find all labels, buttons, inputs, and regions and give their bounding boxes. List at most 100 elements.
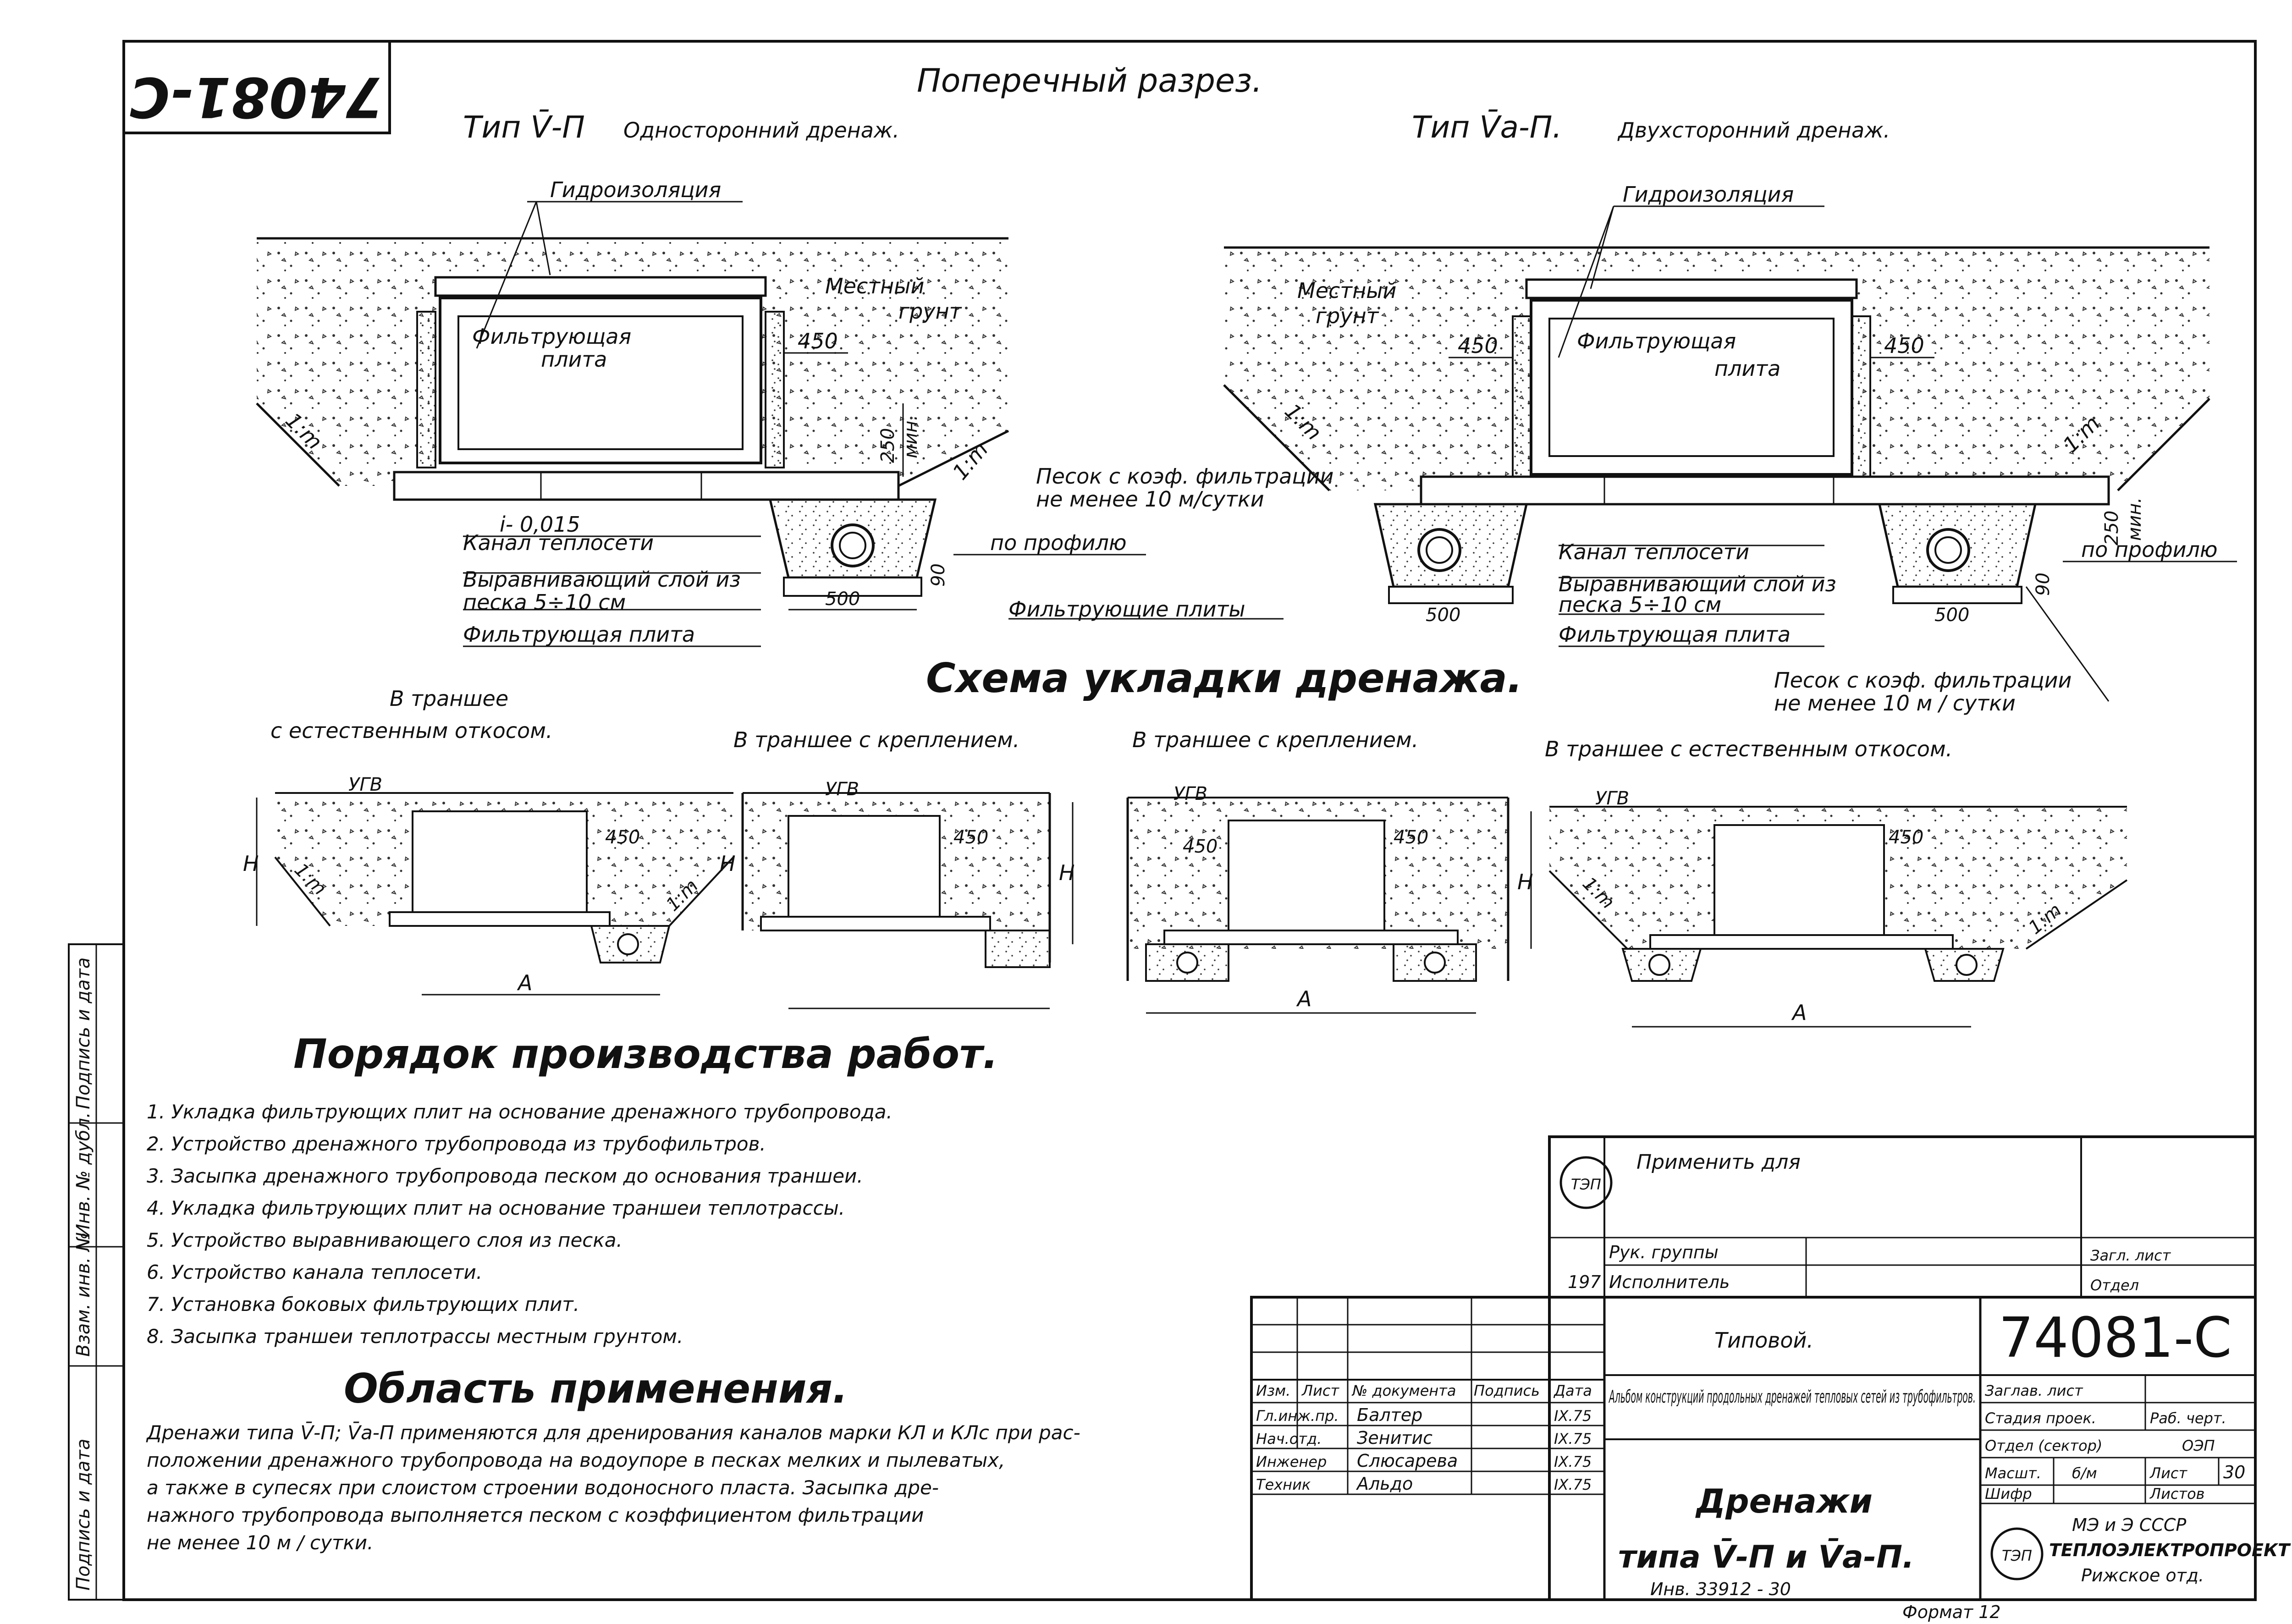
left-filter-bottom: Фильтрующая плита xyxy=(463,622,695,647)
scheme-cap2: В траншее с креплением. xyxy=(733,727,1019,752)
person-role-1: Гл.инж.пр. xyxy=(1256,1407,1339,1425)
otdel: Отдел xyxy=(2090,1277,2139,1294)
sand-note-right-2: не менее 10 м / сутки xyxy=(1774,691,2016,716)
procedure-item-1: 1. Укладка фильтрующих плит на основание… xyxy=(147,1101,893,1123)
filter-plates-label: Фильтрующие плиты xyxy=(1008,597,1245,622)
procedure-item-8: 8. Засыпка траншеи теплотрассы местным г… xyxy=(147,1325,683,1348)
stamp-code: 74081-С xyxy=(129,65,384,128)
r-stage: Стадия проек. xyxy=(1985,1409,2096,1427)
left-dim-500: 500 xyxy=(825,589,860,610)
scheme-cap3: В траншее с креплением. xyxy=(1132,727,1418,752)
right-leveling-label-2: песка 5÷10 см xyxy=(1559,592,1721,617)
scheme-1 xyxy=(256,792,734,996)
scheme-cap1b: с естественным откосом. xyxy=(270,718,553,743)
right-dim-500-r: 500 xyxy=(1934,605,1969,626)
right-filter-label: Фильтрующая xyxy=(1577,329,1736,353)
scheme-3-450-r: 450 xyxy=(1394,827,1428,848)
scheme-4-450: 450 xyxy=(1889,827,1923,848)
title-code: 74081-С xyxy=(1999,1306,2232,1370)
person-role-3: Инженер xyxy=(1256,1453,1327,1470)
right-hydro-label: Гидроизоляция xyxy=(1623,182,1794,207)
scheme-1-A: A xyxy=(517,970,532,995)
margin-replace-inv: Взам. инв. № xyxy=(73,1232,94,1357)
left-filter-label-2: плита xyxy=(541,347,607,372)
sheet-no-197: 197 xyxy=(1568,1272,1601,1292)
right-desc: Двухсторонний дренаж. xyxy=(1617,118,1890,143)
org-1: МЭ и Э СССР xyxy=(2072,1515,2186,1535)
col-sign: Подпись xyxy=(1474,1382,1540,1399)
typical: Типовой. xyxy=(1714,1328,1813,1353)
album-title: Альбом конструкций продольных дренажей т… xyxy=(1609,1387,1976,1407)
left-leveling-label: Выравнивающий слой из xyxy=(463,567,741,592)
scheme-title: Схема укладки дренажа. xyxy=(926,655,1522,702)
outer-frame xyxy=(122,40,2257,1601)
inv-no: Инв. 33912 - 30 xyxy=(1650,1579,1791,1599)
right-dim-500-l: 500 xyxy=(1426,605,1460,626)
scheme-3-A: A xyxy=(1296,986,1311,1011)
margin-sign-date-1: Подпись и дата xyxy=(73,958,94,1109)
right-local-soil-2: грунт xyxy=(1316,303,1379,328)
left-local-soil: Местный xyxy=(825,274,924,298)
scheme-cap4: В траншее с естественным откосом. xyxy=(1545,737,1952,761)
scheme-2-H: H xyxy=(720,851,736,876)
scope-line-1: Дренажи типа V̄-П; V̄a-П применяются для… xyxy=(146,1420,1080,1444)
left-hydro-label: Гидроизоляция xyxy=(550,177,721,202)
person-date-2: IX.75 xyxy=(1554,1430,1592,1448)
right-type: Тип V̄a-П. xyxy=(1412,110,1562,145)
scope-line-3: а также в супесях при слоистом строении … xyxy=(147,1476,939,1499)
r-dept: Отдел (сектор) xyxy=(1985,1437,2102,1454)
margin-sign-date-2: Подпись и дата xyxy=(73,1439,94,1591)
r-sheet: Лист xyxy=(2149,1464,2187,1482)
left-desc: Односторонний дренаж. xyxy=(623,118,899,143)
scheme-1-450: 450 xyxy=(605,827,640,848)
profile-label-right: по профилю xyxy=(2081,537,2218,562)
right-cross-section xyxy=(1223,205,2237,702)
r-scale: Масшт. xyxy=(1985,1464,2041,1482)
r-sheet-v: 30 xyxy=(2223,1462,2245,1482)
left-local-soil-2: грунт xyxy=(898,299,962,324)
person-role-2: Нач.отд. xyxy=(1256,1430,1322,1448)
scope-line-5: не менее 10 м / сутки. xyxy=(147,1531,373,1554)
scheme-1-H: H xyxy=(243,851,259,876)
right-dim-90: 90 xyxy=(2033,573,2054,596)
scheme-2-450: 450 xyxy=(953,827,988,848)
procedure-list: 1. Укладка фильтрующих плит на основание… xyxy=(147,1101,893,1348)
left-dim-90: 90 xyxy=(928,563,949,587)
r-scale-v: б/м xyxy=(2072,1464,2097,1482)
left-channel-label: Канал теплосети xyxy=(463,530,654,555)
scope-text: Дренажи типа V̄-П; V̄a-П применяются для… xyxy=(146,1420,1080,1554)
person-date-1: IX.75 xyxy=(1554,1407,1592,1425)
left-cross-section xyxy=(256,201,1284,647)
scheme-2 xyxy=(741,792,1051,1009)
apply-for: Применить для xyxy=(1636,1151,1801,1174)
zag-list: Загл. лист xyxy=(2090,1247,2171,1264)
procedure-item-6: 6. Устройство канала теплосети. xyxy=(147,1261,482,1283)
right-dim-250: 250 xyxy=(2101,511,2122,545)
left-slope-i: i- 0,015 xyxy=(500,512,580,537)
executor: Исполнитель xyxy=(1609,1272,1730,1292)
scheme-3-ugv: УГВ xyxy=(1174,783,1207,804)
right-local-soil: Местный xyxy=(1297,278,1396,303)
right-leveling-label: Выравнивающий слой из xyxy=(1559,572,1836,596)
procedure-item-5: 5. Устройство выравнивающего слоя из пес… xyxy=(147,1229,623,1251)
title-logo-top: ТЭП xyxy=(1571,1176,1601,1193)
left-filter-label: Фильтрующая xyxy=(472,324,631,349)
right-filter-bottom: Фильтрующая плита xyxy=(1559,622,1791,647)
right-dim-450-r: 450 xyxy=(1884,333,1924,358)
r-shifr: Шифр xyxy=(1985,1485,2032,1503)
scheme-cap1a: В траншее xyxy=(390,686,508,711)
left-type: Тип V̄-П xyxy=(463,110,585,145)
r-sheets: Листов xyxy=(2149,1485,2205,1503)
procedure-item-4: 4. Укладка фильтрующих плит на основание… xyxy=(147,1197,845,1219)
scheme-1-ugv: УГВ xyxy=(348,774,382,795)
title-block xyxy=(1250,1135,2257,1601)
scheme-3 xyxy=(1072,797,1510,1014)
org-3: Рижское отд. xyxy=(2081,1565,2204,1585)
right-channel-label: Канал теплосети xyxy=(1559,539,1749,564)
scheme-4-A: A xyxy=(1791,1000,1807,1025)
margin-labels: Подпись и дата Взам. инв. № Инв. № дубл.… xyxy=(73,958,94,1591)
procedure-item-2: 2. Устройство дренажного трубопровода из… xyxy=(147,1133,766,1155)
right-dim-450-l: 450 xyxy=(1458,333,1498,358)
procedure-title: Порядок производства работ. xyxy=(293,1030,998,1078)
